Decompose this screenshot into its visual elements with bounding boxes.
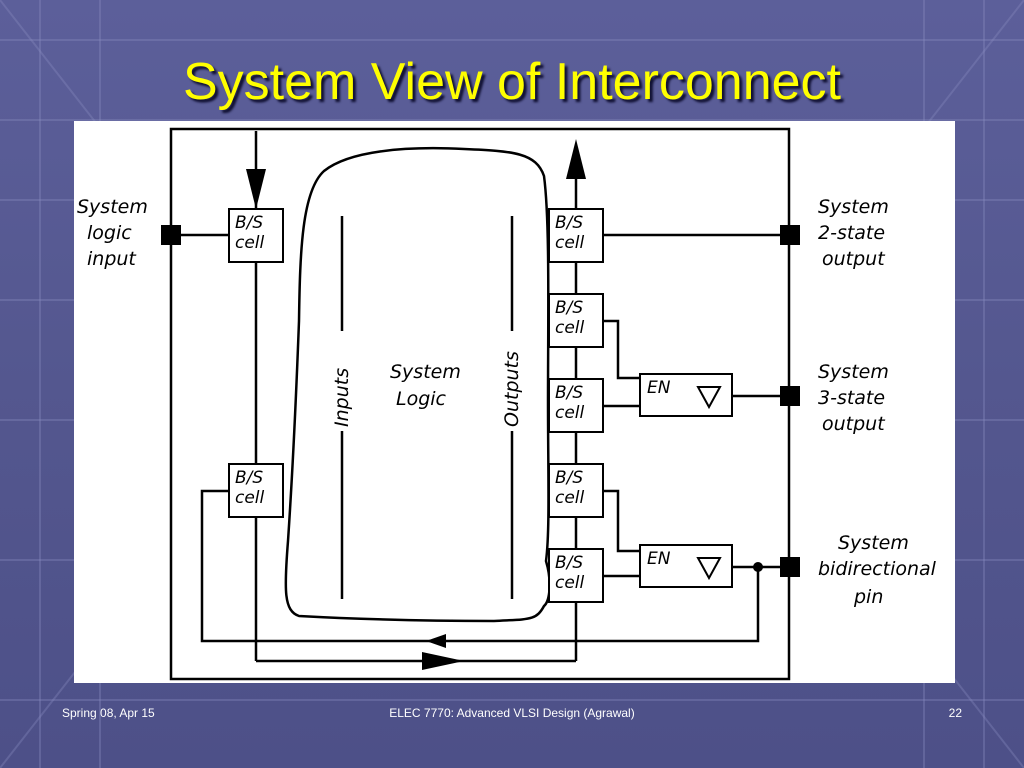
bs-cell-out-4 bbox=[548, 463, 604, 518]
bs-cell-bidir-in bbox=[228, 463, 284, 518]
footer-date: Spring 08, Apr 15 bbox=[62, 706, 155, 720]
cell-label: B/S bbox=[235, 468, 263, 488]
pin-logic-input bbox=[161, 225, 181, 245]
bs-cell-out-5 bbox=[548, 548, 604, 603]
system-logic-core bbox=[284, 146, 551, 623]
bs-cell-out-1 bbox=[548, 208, 604, 263]
bs-cell-out-3 bbox=[548, 378, 604, 433]
cell-label: cell bbox=[555, 403, 585, 423]
cell-label: B/S bbox=[555, 383, 583, 403]
bidir-pin-label: System bbox=[838, 532, 909, 554]
en-label: EN bbox=[647, 549, 671, 569]
cell-label: B/S bbox=[555, 298, 583, 318]
2state-output-label: System bbox=[818, 196, 889, 218]
outputs-label: Outputs bbox=[501, 351, 523, 427]
bs-cell-out-2 bbox=[548, 293, 604, 348]
cell-label: cell bbox=[555, 573, 585, 593]
bidir-pin-label: pin bbox=[853, 586, 883, 608]
bidir-pin-label: bidirectional bbox=[818, 558, 937, 580]
pin-bidirectional bbox=[780, 557, 800, 577]
cell-label: cell bbox=[555, 488, 585, 508]
cell-label: B/S bbox=[555, 468, 583, 488]
logic-input-label: input bbox=[87, 248, 137, 270]
cell-label: B/S bbox=[235, 213, 263, 233]
3state-output-label: output bbox=[822, 413, 886, 435]
system-logic-label: Logic bbox=[396, 388, 447, 410]
logic-input-label: logic bbox=[87, 222, 132, 244]
pin-3state-output bbox=[780, 386, 800, 406]
3state-output-label: System bbox=[818, 361, 889, 383]
cell-label: B/S bbox=[555, 553, 583, 573]
interconnect-diagram: B/S cell B/S cell B/S cell B/S cell B/S … bbox=[74, 121, 955, 683]
bs-cell-input bbox=[228, 208, 284, 263]
cell-label: cell bbox=[555, 318, 585, 338]
en-label: EN bbox=[647, 378, 671, 398]
cell-label: cell bbox=[555, 233, 585, 253]
cell-label: B/S bbox=[555, 213, 583, 233]
cell-label: cell bbox=[235, 233, 265, 253]
system-logic-label: System bbox=[390, 361, 461, 383]
inputs-label: Inputs bbox=[331, 368, 353, 427]
footer-course: ELEC 7770: Advanced VLSI Design (Agrawal… bbox=[389, 706, 635, 720]
pin-2state-output bbox=[780, 225, 800, 245]
cell-label: cell bbox=[235, 488, 265, 508]
slide-title: System View of Interconnect bbox=[182, 53, 842, 111]
logic-input-label: System bbox=[77, 196, 148, 218]
2state-output-label: output bbox=[822, 248, 886, 270]
2state-output-label: 2-state bbox=[818, 222, 885, 244]
3state-output-label: 3-state bbox=[818, 387, 885, 409]
slide-number: 22 bbox=[948, 706, 962, 720]
